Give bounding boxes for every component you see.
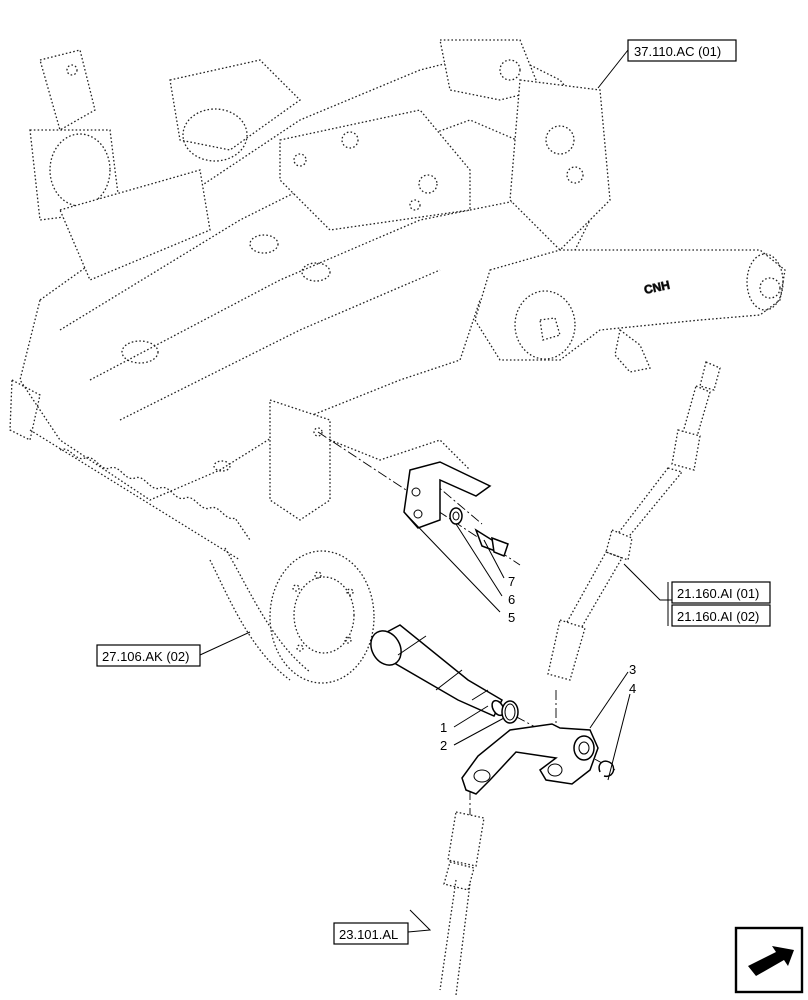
part-3-lever (461, 723, 599, 795)
callout-1: 1 (440, 720, 447, 735)
ref-37-110-ac[interactable]: 37.110.AC (01) (627, 39, 737, 62)
part-2-o-ring (501, 700, 519, 724)
part-5-bracket (403, 461, 492, 529)
callout-3: 3 (629, 662, 636, 677)
ref-27-106-ak-label: 27.106.AK (02) (102, 649, 189, 664)
housing-logo-text: CNH (643, 278, 671, 297)
rear-axle-housing (9, 39, 611, 561)
ref-21-160-ai-group[interactable]: 21.160.AI (01) 21.160.AI (02) (667, 581, 771, 627)
callout-6: 6 (508, 592, 515, 607)
next-page-arrow-icon[interactable] (734, 926, 804, 994)
ref-23-101-al[interactable]: 23.101.AL (333, 922, 409, 945)
callout-7: 7 (508, 574, 515, 589)
ref-21-160-ai-01-label: 21.160.AI (01) (677, 586, 759, 601)
part-4-circlip (598, 760, 615, 778)
ref-27-106-ak[interactable]: 27.106.AK (02) (96, 644, 201, 667)
callout-4: 4 (629, 681, 636, 696)
part-1-pin (370, 624, 505, 717)
ref-21-160-ai-02-label: 21.160.AI (02) (677, 609, 759, 624)
callout-2: 2 (440, 738, 447, 753)
ref-23-101-al-label: 23.101.AL (339, 927, 398, 942)
ref-37-110-ac-label: 37.110.AC (01) (634, 44, 721, 59)
control-rod (547, 361, 721, 681)
part-6-washer (449, 507, 463, 525)
part-7-bolt (474, 528, 509, 557)
lift-arm: CNH (474, 249, 786, 373)
axle-flange (209, 547, 375, 684)
leader-lines (199, 49, 672, 933)
lower-link-rod (439, 811, 485, 996)
callout-numbers: 1 2 3 4 5 6 7 (440, 574, 636, 753)
callout-5: 5 (508, 610, 515, 625)
